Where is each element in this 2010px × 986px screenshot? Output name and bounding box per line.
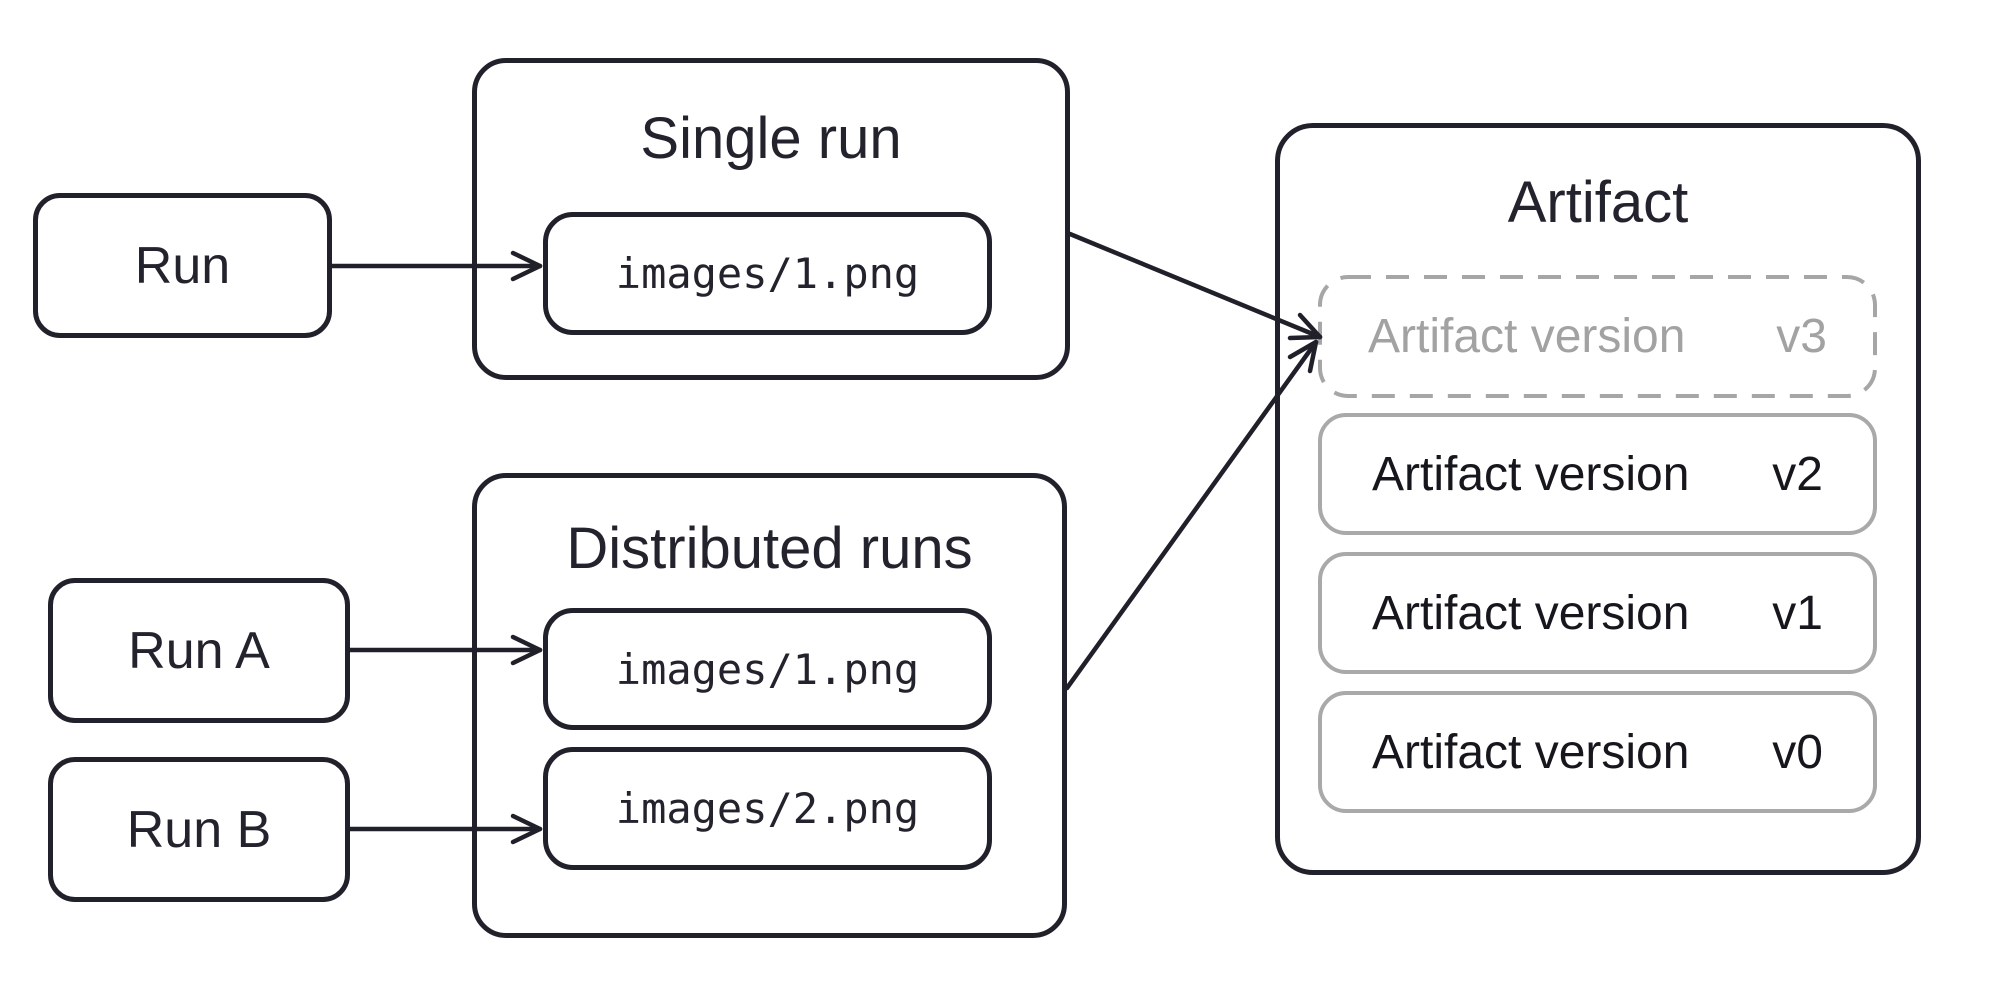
artifact-version-tag: v1 [1772,586,1823,640]
artifact-version-row-v1: Artifact version v1 [1318,552,1877,674]
run-node-label: Run [134,236,231,295]
run-b-node: Run B [48,757,350,902]
artifact-version-label: Artifact version [1372,725,1690,779]
artifact-version-tag: v0 [1772,725,1823,779]
artifact-version-row-v2: Artifact version v2 [1318,413,1877,535]
file-node-label: images/2.png [615,784,920,833]
run-b-node-label: Run B [126,800,272,859]
file-node-dist-images-2: images/2.png [543,747,992,870]
single-run-group-title: Single run [640,106,902,171]
artifact-version-row-v0: Artifact version v0 [1318,691,1877,813]
artifact-panel-title: Artifact [1507,170,1689,235]
artifact-version-label: Artifact version [1372,586,1690,640]
file-node-label: images/1.png [615,249,920,298]
run-node: Run [33,193,332,338]
artifact-version-label: Artifact version [1372,447,1690,501]
artifact-version-label: Artifact version [1368,310,1686,363]
artifact-version-row-v3: Artifact version v3 [1318,275,1877,398]
run-a-node-label: Run A [128,621,270,680]
artifact-version-tag: v2 [1772,447,1823,501]
distributed-runs-group-title: Distributed runs [566,516,973,581]
artifact-version-tag: v3 [1776,310,1827,363]
file-node-dist-images-1: images/1.png [543,608,992,730]
run-a-node: Run A [48,578,350,723]
file-node-single-images-1: images/1.png [543,212,992,335]
file-node-label: images/1.png [615,644,920,694]
